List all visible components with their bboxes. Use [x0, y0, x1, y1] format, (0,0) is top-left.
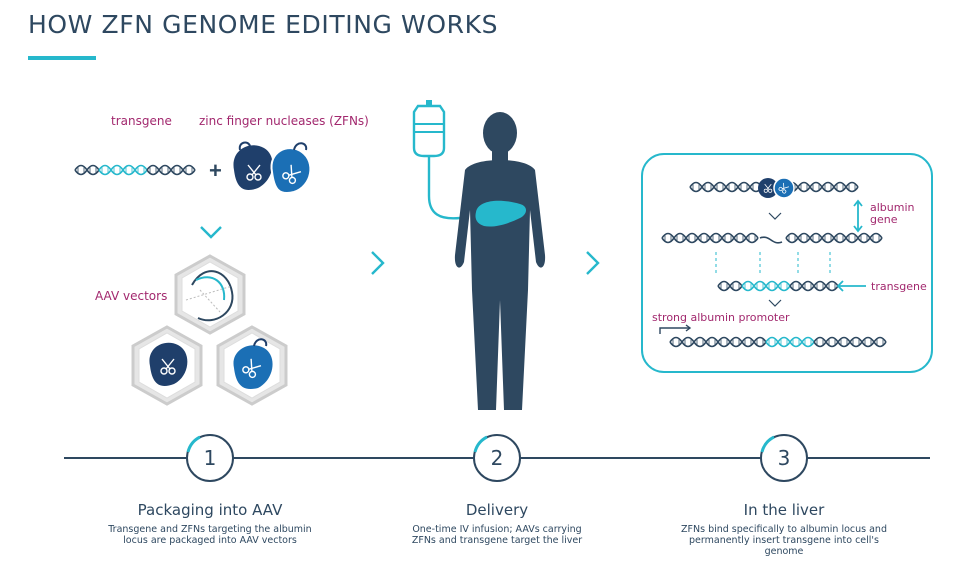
step-title: Delivery [465, 501, 529, 519]
promoter-label: strong albumin promoter [652, 311, 790, 324]
desc-line: One-time IV infusion; AAVs carrying [412, 524, 582, 535]
transgene-label-panel3: transgene [871, 280, 927, 293]
desc-line: permanently insert transgene into cell's [689, 535, 879, 546]
aav-capsid-icon [131, 325, 203, 406]
step-circle [186, 434, 234, 482]
chevron-down-icon [200, 226, 222, 239]
liver-icon [475, 200, 526, 227]
desc-line: ZFNs bind specifically to albumin locus … [681, 524, 887, 535]
iv-bag-icon [412, 100, 461, 220]
desc-line: locus are packaged into AAV vectors [123, 535, 297, 546]
human-figure-icon [454, 112, 546, 410]
page-title: HOW ZFN GENOME EDITING WORKS [28, 10, 499, 39]
step-description: Transgene and ZFNs targeting the albumin… [90, 524, 330, 546]
albumin-gene-label: albumin gene [870, 201, 915, 226]
step-circle [473, 434, 521, 482]
aav-capsid-icon [174, 254, 246, 335]
chevron-right-icon [371, 251, 385, 275]
desc-line: Transgene and ZFNs targeting the albumin [108, 524, 312, 535]
step-description: One-time IV infusion; AAVs carrying ZFNs… [377, 524, 617, 546]
step-number: 3 [777, 446, 791, 470]
plus-sign: + [209, 158, 222, 183]
chevron-right-icon [586, 251, 600, 275]
zfn-protein-icon [758, 177, 795, 199]
zfn-label: zinc finger nucleases (ZFNs) [199, 114, 369, 128]
transgene-label: transgene [111, 114, 172, 128]
liver-panel [641, 153, 933, 373]
albumin-gene-arrow-icon [853, 199, 863, 233]
aav-vectors-label: AAV vectors [95, 289, 168, 303]
desc-line: ZFNs and transgene target the liver [411, 535, 583, 546]
aav-capsid-icon [216, 325, 288, 406]
chevron-down-icon [768, 212, 782, 220]
step-circle [760, 434, 808, 482]
chevron-down-icon [768, 299, 782, 307]
arrow-left-icon [836, 280, 866, 292]
zfn-protein-icon [233, 141, 312, 194]
promoter-arrow-icon [659, 324, 692, 334]
step-title: Packaging into AAV [137, 501, 283, 519]
step-title: In the liver [743, 501, 825, 519]
title-underline [28, 56, 96, 60]
step-number: 1 [203, 446, 217, 470]
desc-line: genome [764, 546, 804, 557]
transgene-dna-icon [74, 164, 196, 176]
step-number: 2 [490, 446, 504, 470]
step-description: ZFNs bind specifically to albumin locus … [664, 524, 904, 557]
